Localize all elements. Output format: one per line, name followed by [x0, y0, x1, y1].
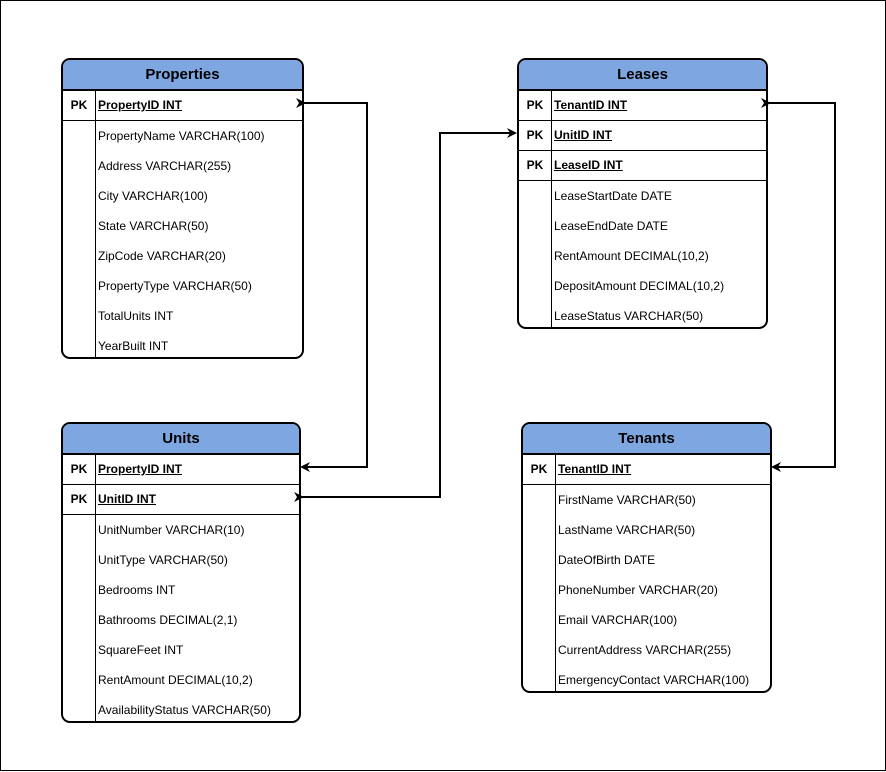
- pk-tag: PK: [526, 98, 544, 112]
- attribute-row: DateOfBirth DATE: [558, 553, 656, 567]
- attribute-row: RentAmount DECIMAL(10,2): [554, 249, 709, 263]
- pk-row[interactable]: PK PropertyID INT: [63, 91, 302, 121]
- attribute-row: PropertyName VARCHAR(100): [98, 129, 265, 143]
- entity-units[interactable]: Units PK PropertyID INT PK UnitID INT Un…: [61, 422, 301, 723]
- attribute-row: LeaseStartDate DATE: [554, 189, 672, 203]
- attribute-row: Bedrooms INT: [98, 583, 176, 597]
- attribute-row: RentAmount DECIMAL(10,2): [98, 673, 253, 687]
- attribute-row: LastName VARCHAR(50): [558, 523, 696, 537]
- attribute-row: UnitType VARCHAR(50): [98, 553, 228, 567]
- entity-title: Properties: [63, 60, 302, 91]
- pk-tag: PK: [70, 492, 88, 506]
- pk-field: PropertyID INT: [98, 98, 183, 112]
- pk-field: TenantID INT: [558, 462, 632, 476]
- attribute-row: AvailabilityStatus VARCHAR(50): [98, 703, 271, 717]
- connector-properties-units[interactable]: [296, 98, 368, 472]
- pk-tag: PK: [530, 462, 548, 476]
- attribute-row: Email VARCHAR(100): [558, 613, 678, 627]
- attribute-row: FirstName VARCHAR(50): [558, 493, 696, 507]
- attribute-list: LeaseStartDate DATE LeaseEndDate DATE Re…: [519, 181, 766, 327]
- pk-field: UnitID INT: [554, 128, 612, 142]
- pk-row[interactable]: PK UnitID INT: [519, 121, 766, 151]
- attribute-row: PropertyType VARCHAR(50): [98, 279, 252, 293]
- pk-row[interactable]: PK TenantID INT: [523, 455, 770, 485]
- pk-row[interactable]: PK UnitID INT: [63, 485, 299, 515]
- attribute-row: LeaseStatus VARCHAR(50): [554, 309, 704, 323]
- attribute-row: ZipCode VARCHAR(20): [98, 249, 226, 263]
- attribute-list: FirstName VARCHAR(50) LastName VARCHAR(5…: [523, 485, 770, 691]
- attribute-row: City VARCHAR(100): [98, 189, 208, 203]
- pk-field: PropertyID INT: [98, 462, 183, 476]
- attribute-row: EmergencyContact VARCHAR(100): [558, 673, 750, 687]
- pk-tag: PK: [526, 158, 544, 172]
- pk-row[interactable]: PK LeaseID INT: [519, 151, 766, 181]
- pk-field: LeaseID INT: [554, 158, 623, 172]
- entity-title: Leases: [519, 60, 766, 91]
- attribute-row: State VARCHAR(50): [98, 219, 209, 233]
- pk-row[interactable]: PK TenantID INT: [519, 91, 766, 121]
- attribute-list: PropertyName VARCHAR(100) Address VARCHA…: [63, 121, 302, 357]
- entity-title: Units: [63, 424, 299, 455]
- attribute-row: Address VARCHAR(255): [98, 159, 232, 173]
- entity-properties[interactable]: Properties PK PropertyID INT PropertyNam…: [61, 58, 304, 359]
- attribute-row: TotalUnits INT: [98, 309, 174, 323]
- attribute-row: Bathrooms DECIMAL(2,1): [98, 613, 238, 627]
- attribute-row: CurrentAddress VARCHAR(255): [558, 643, 732, 657]
- attribute-list: UnitNumber VARCHAR(10) UnitType VARCHAR(…: [63, 515, 299, 721]
- attribute-row: YearBuilt INT: [98, 339, 169, 353]
- connector-leases-tenants[interactable]: [761, 98, 836, 472]
- pk-tag: PK: [70, 462, 88, 476]
- attribute-row: UnitNumber VARCHAR(10): [98, 523, 245, 537]
- attribute-row: DepositAmount DECIMAL(10,2): [554, 279, 725, 293]
- attribute-row: LeaseEndDate DATE: [554, 219, 668, 233]
- attribute-row: SquareFeet INT: [98, 643, 184, 657]
- pk-tag: PK: [526, 128, 544, 142]
- pk-field: TenantID INT: [554, 98, 628, 112]
- pk-row[interactable]: PK PropertyID INT: [63, 455, 299, 485]
- entity-tenants[interactable]: Tenants PK TenantID INT FirstName VARCHA…: [521, 422, 772, 693]
- pk-field: UnitID INT: [98, 492, 156, 506]
- pk-tag: PK: [70, 98, 88, 112]
- entity-title: Tenants: [523, 424, 770, 455]
- connector-units-leases[interactable]: [294, 128, 517, 502]
- entity-leases[interactable]: Leases PK TenantID INT PK UnitID INT PK …: [517, 58, 768, 329]
- attribute-row: PhoneNumber VARCHAR(20): [558, 583, 718, 597]
